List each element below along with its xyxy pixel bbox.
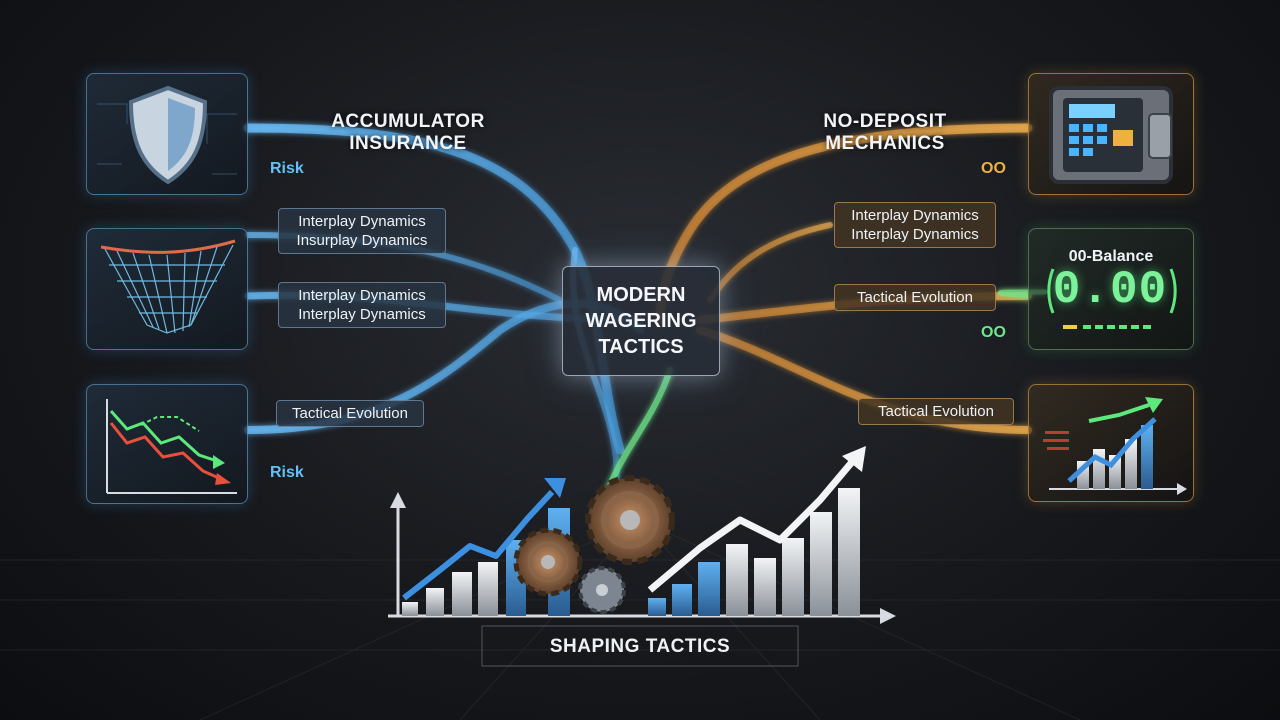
- bar-chart-icon: [1043, 397, 1187, 495]
- tactical-evolution-pill-left: Tactical Evolution: [276, 400, 424, 427]
- no-deposit-mechanics-title: No-DepositMechanics: [823, 111, 947, 154]
- bar: [754, 558, 776, 616]
- bar: [782, 538, 804, 616]
- bar: [810, 512, 832, 616]
- balance-gauge-icon: [1047, 268, 1177, 329]
- tactical-evolution-pill-right-1: Tactical Evolution: [834, 284, 996, 311]
- bar: [402, 602, 418, 616]
- oo-label-top: OO: [981, 160, 1006, 177]
- center-title-line2: Wagering: [585, 310, 697, 332]
- bar: [478, 562, 498, 616]
- bottom-chart-y-arrow: [390, 492, 406, 508]
- trend-arrow-right-head: [842, 446, 866, 472]
- bar: [452, 572, 472, 616]
- balance-value: 0.00: [1052, 264, 1168, 316]
- bar-chart-card: [1028, 384, 1194, 502]
- net-card: [86, 228, 248, 350]
- center-title-line3: Tactics: [598, 336, 684, 358]
- bar: [426, 588, 444, 616]
- safe-card: [1028, 73, 1194, 195]
- bar: [672, 584, 692, 616]
- oo-label-mid: OO: [981, 324, 1006, 341]
- trend-arrow-left: [402, 489, 555, 601]
- line-chart-icon: [106, 399, 237, 494]
- gears-icon: [513, 475, 675, 614]
- line-chart-card: [86, 384, 248, 504]
- shaping-tactics-label: Shaping Tactics: [549, 636, 731, 657]
- risk-label-top: Risk: [270, 160, 304, 177]
- bar: [648, 598, 666, 616]
- flow-line-tactical-right-2: [696, 326, 1032, 434]
- balance-card: [1028, 228, 1194, 350]
- bar: [838, 488, 860, 616]
- bar: [698, 562, 720, 616]
- tactical-evolution-pill-right-2: Tactical Evolution: [858, 398, 1014, 425]
- footer-bracket: [481, 625, 799, 667]
- flow-line-interplay-right: [707, 222, 833, 303]
- shield-icon: [97, 85, 237, 185]
- bar: [726, 544, 748, 616]
- safe-icon: [1049, 86, 1173, 184]
- balance-title: 00-Balance: [1068, 248, 1154, 265]
- modern-wagering-tactics-box: ModernWageringTactics: [562, 266, 720, 376]
- trend-arrow-right: [647, 459, 855, 593]
- shield-card: [86, 73, 248, 195]
- net-icon: [100, 239, 236, 334]
- risk-label-bottom: Risk: [270, 464, 304, 481]
- bottom-chart-x-arrow: [880, 608, 896, 624]
- accumulator-insurance-title: AccumulatorInsurance: [331, 111, 485, 154]
- trend-arrow-left-head: [544, 478, 566, 498]
- center-title-line1: Modern: [596, 284, 686, 306]
